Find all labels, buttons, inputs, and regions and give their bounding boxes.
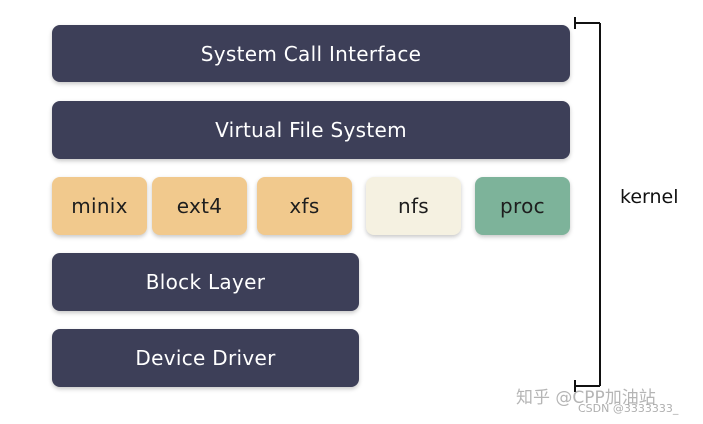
system-call-interface-label: System Call Interface: [200, 41, 422, 66]
virtual-file-system-label: Virtual File System: [215, 118, 407, 142]
csdn-watermark: CSDN @3333333_: [578, 402, 679, 415]
filesystem-xfs-label: xfs: [289, 194, 320, 218]
filesystem-minix-label: minix: [71, 194, 128, 218]
block-layer: Block Layer: [52, 253, 359, 311]
block-layer-label: Block Layer: [145, 270, 266, 294]
filesystem-ext4: ext4: [152, 177, 247, 235]
kernel-label: kernel: [620, 186, 679, 208]
filesystem-xfs: xfs: [257, 177, 352, 235]
filesystem-proc: proc: [475, 177, 570, 235]
zhihu-watermark: 知乎 @CPP加油站: [516, 388, 656, 408]
device-driver-layer: Device Driver: [52, 329, 359, 387]
system-call-interface-layer: System Call Interface: [52, 25, 570, 82]
device-driver-label: Device Driver: [135, 346, 276, 370]
filesystem-proc-label: proc: [500, 194, 545, 218]
filesystem-minix: minix: [52, 177, 147, 235]
filesystem-ext4-label: ext4: [176, 194, 223, 218]
kernel-bracket: [574, 17, 601, 392]
filesystem-nfs: nfs: [366, 177, 461, 235]
filesystem-nfs-label: nfs: [397, 194, 430, 218]
virtual-file-system-layer: Virtual File System: [52, 101, 570, 159]
